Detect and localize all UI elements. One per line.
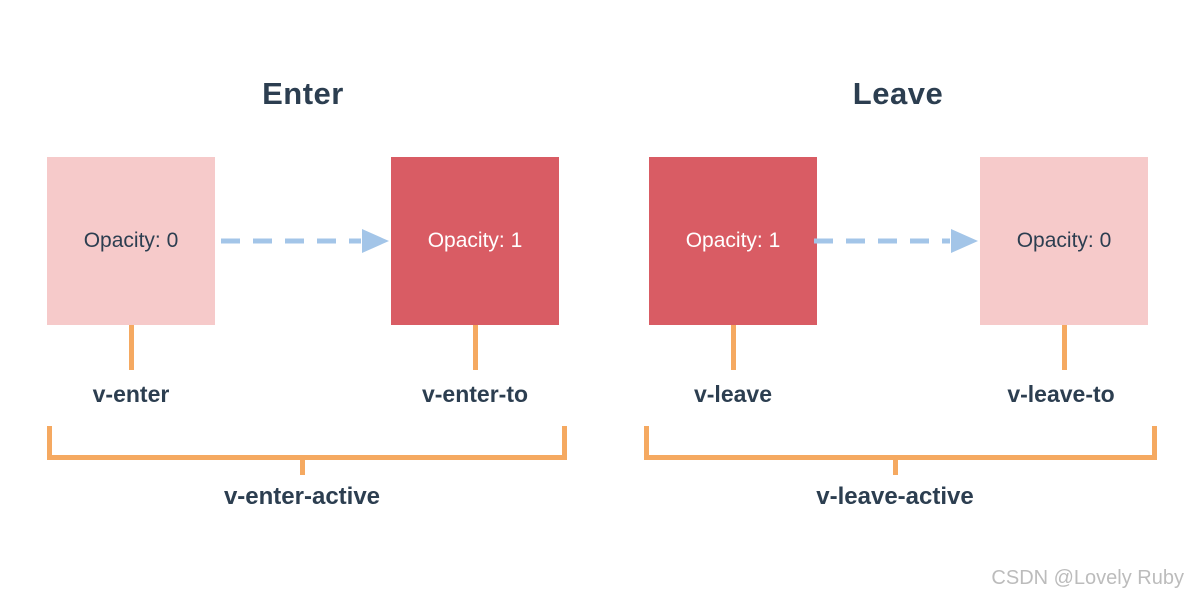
class-name-label-v-leave-to: v-leave-to <box>1007 381 1115 407</box>
connector-line <box>129 325 134 370</box>
arrowhead-icon <box>951 229 978 253</box>
active-scope-bracket <box>47 426 567 460</box>
state-box-v-leave: Opacity: 1 <box>649 157 817 325</box>
connector-line <box>473 325 478 370</box>
class-name-label-v-enter-to: v-enter-to <box>421 381 529 407</box>
panel-title-enter: Enter <box>262 76 344 111</box>
bracket-stem <box>300 460 305 475</box>
panel-title-leave: Leave <box>852 76 944 111</box>
opacity-value-label: Opacity: 0 <box>1016 229 1112 252</box>
state-box-v-enter-to: Opacity: 1 <box>391 157 559 325</box>
opacity-value-label: Opacity: 1 <box>685 229 781 252</box>
active-class-label-v-enter-active: v-enter-active <box>223 483 381 510</box>
opacity-value-label: Opacity: 1 <box>427 229 523 252</box>
class-name-label-v-enter: v-enter <box>92 381 170 407</box>
opacity-value-label: Opacity: 0 <box>83 229 179 252</box>
active-scope-bracket <box>644 426 1157 460</box>
bracket-stem <box>893 460 898 475</box>
state-box-v-enter: Opacity: 0 <box>47 157 215 325</box>
watermark: CSDN @Lovely Ruby <box>991 567 1184 589</box>
connector-line <box>1062 325 1067 370</box>
connector-line <box>731 325 736 370</box>
active-class-label-v-leave-active: v-leave-active <box>816 483 974 510</box>
transition-arrow-icon <box>221 229 389 253</box>
arrowhead-icon <box>362 229 389 253</box>
state-box-v-leave-to: Opacity: 0 <box>980 157 1148 325</box>
transition-arrow-icon <box>814 229 978 253</box>
class-name-label-v-leave: v-leave <box>693 381 772 407</box>
